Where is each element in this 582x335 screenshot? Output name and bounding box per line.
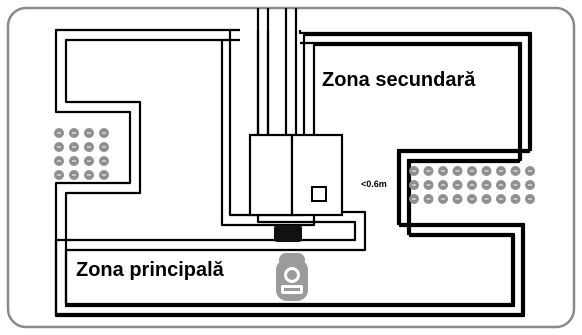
flower-bed-right	[409, 166, 535, 204]
secondary-zone-label: Zona secundară	[322, 69, 476, 91]
primary-zone-wire	[54, 28, 531, 316]
station-indicator	[311, 186, 327, 202]
robot-mower-icon	[276, 253, 308, 301]
main-zone-wire-outer	[54, 30, 533, 318]
main-zone-wire-inner	[64, 30, 523, 308]
flower-bed-left	[54, 128, 109, 180]
main-zone-boundary-wire	[54, 30, 533, 318]
distance-label: <0.6m	[361, 179, 387, 189]
primary-zone-wire-outer	[54, 28, 531, 316]
main-zone-label: Zona principală	[76, 259, 225, 281]
charging-station-icon	[248, 133, 344, 242]
primary-zone-wire-inner	[64, 38, 521, 306]
station-left-panel	[248, 133, 294, 217]
station-feed-wires	[256, 8, 298, 135]
station-connector	[274, 225, 302, 242]
station-right-panel	[290, 133, 344, 217]
